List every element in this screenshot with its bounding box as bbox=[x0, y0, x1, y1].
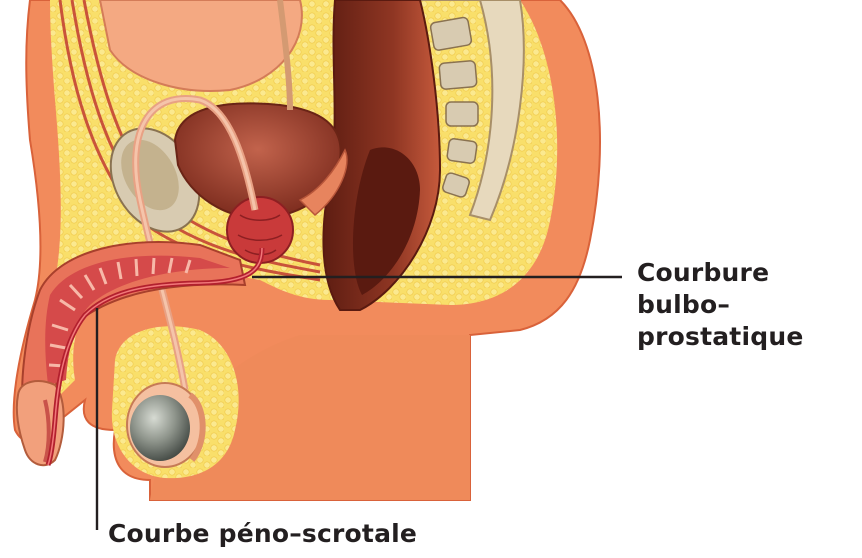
testis bbox=[127, 383, 203, 467]
label-bulbo-line1: Courbure bulbo– bbox=[637, 257, 862, 321]
label-peno-scrotale: Courbe péno–scrotale bbox=[108, 518, 417, 550]
label-bulbo-prostatique: Courbure bulbo– prostatique bbox=[637, 257, 862, 353]
label-bulbo-line2: prostatique bbox=[637, 321, 862, 353]
